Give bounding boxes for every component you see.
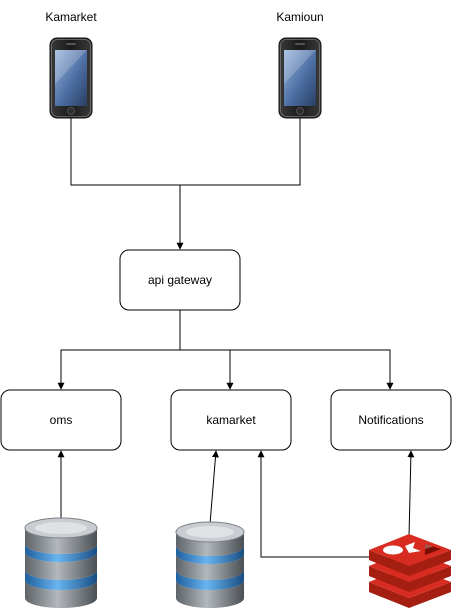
- client-kamarket-label: Kamarket: [45, 10, 97, 24]
- smartphone-icon: [49, 37, 93, 119]
- edges: [57, 118, 415, 558]
- edge-kamioun-client-to-gateway: [180, 118, 301, 186]
- edge-gateway-to-oms: [57, 349, 180, 390]
- client-kamioun: Kamioun: [276, 10, 324, 119]
- edge-kamarket-client-to-gateway: [70, 118, 180, 186]
- node-oms-label: oms: [50, 413, 73, 427]
- edge-gateway-to-notifications: [180, 349, 394, 390]
- edge-db2-to-kamarket: [209, 450, 219, 525]
- edge-redis-to-kamarket: [257, 450, 369, 558]
- node-oms: oms: [0, 389, 122, 451]
- node-api-gateway-label: api gateway: [148, 273, 212, 287]
- redis-icon: [369, 534, 451, 608]
- client-kamioun-label: Kamioun: [276, 10, 323, 24]
- node-kamarket-label: kamarket: [206, 413, 256, 427]
- edge-gateway-to-kamarket: [180, 349, 234, 390]
- database-icon: [175, 521, 245, 608]
- node-notifications: Notifications: [330, 389, 452, 451]
- node-api-gateway: api gateway: [119, 249, 241, 311]
- edge-redis-to-notifications: [407, 450, 415, 538]
- smartphone-icon: [278, 37, 322, 119]
- client-kamarket: Kamarket: [45, 10, 97, 119]
- database-icon: [24, 517, 98, 608]
- node-kamarket: kamarket: [170, 389, 292, 451]
- node-notifications-label: Notifications: [358, 413, 423, 427]
